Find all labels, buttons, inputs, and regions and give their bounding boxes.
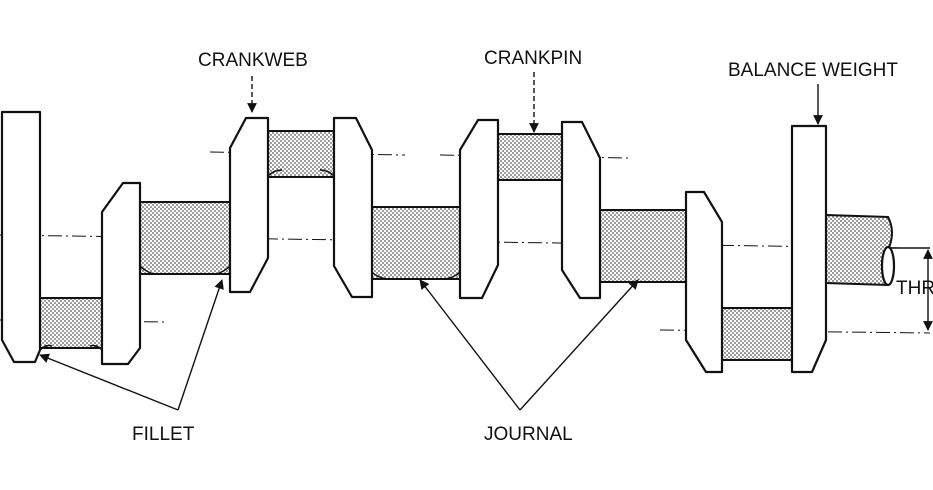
journal-2 [369, 206, 463, 280]
leader-lines [39, 72, 933, 411]
crankweb-3 [332, 116, 374, 299]
label-journal: JOURNAL [484, 424, 573, 445]
crankweb-5 [560, 120, 602, 300]
crankwebs [0, 110, 828, 374]
crankpin-1 [35, 297, 103, 349]
crankpin-3 [497, 133, 569, 181]
crankweb-2 [228, 116, 270, 294]
shaft-end-face [880, 245, 896, 287]
crankweb-6 [684, 190, 724, 374]
crankpin-4 [721, 307, 793, 361]
label-balance-weight: BALANCE WEIGHT [728, 60, 898, 81]
label-crankweb: CRANKWEB [198, 50, 308, 71]
crankpin-2 [267, 130, 337, 178]
label-crankpin: CRANKPIN [484, 48, 582, 69]
web-end-left [0, 110, 42, 364]
label-fillet: FILLET [132, 424, 195, 445]
label-thr: THR [896, 278, 933, 299]
journal-1 [139, 201, 237, 275]
fillets [39, 169, 461, 351]
shafts [35, 130, 896, 361]
crankweb-1 [100, 181, 142, 366]
balance-weight [790, 124, 828, 374]
journal-3 [597, 209, 691, 283]
crankweb-4 [458, 118, 500, 300]
